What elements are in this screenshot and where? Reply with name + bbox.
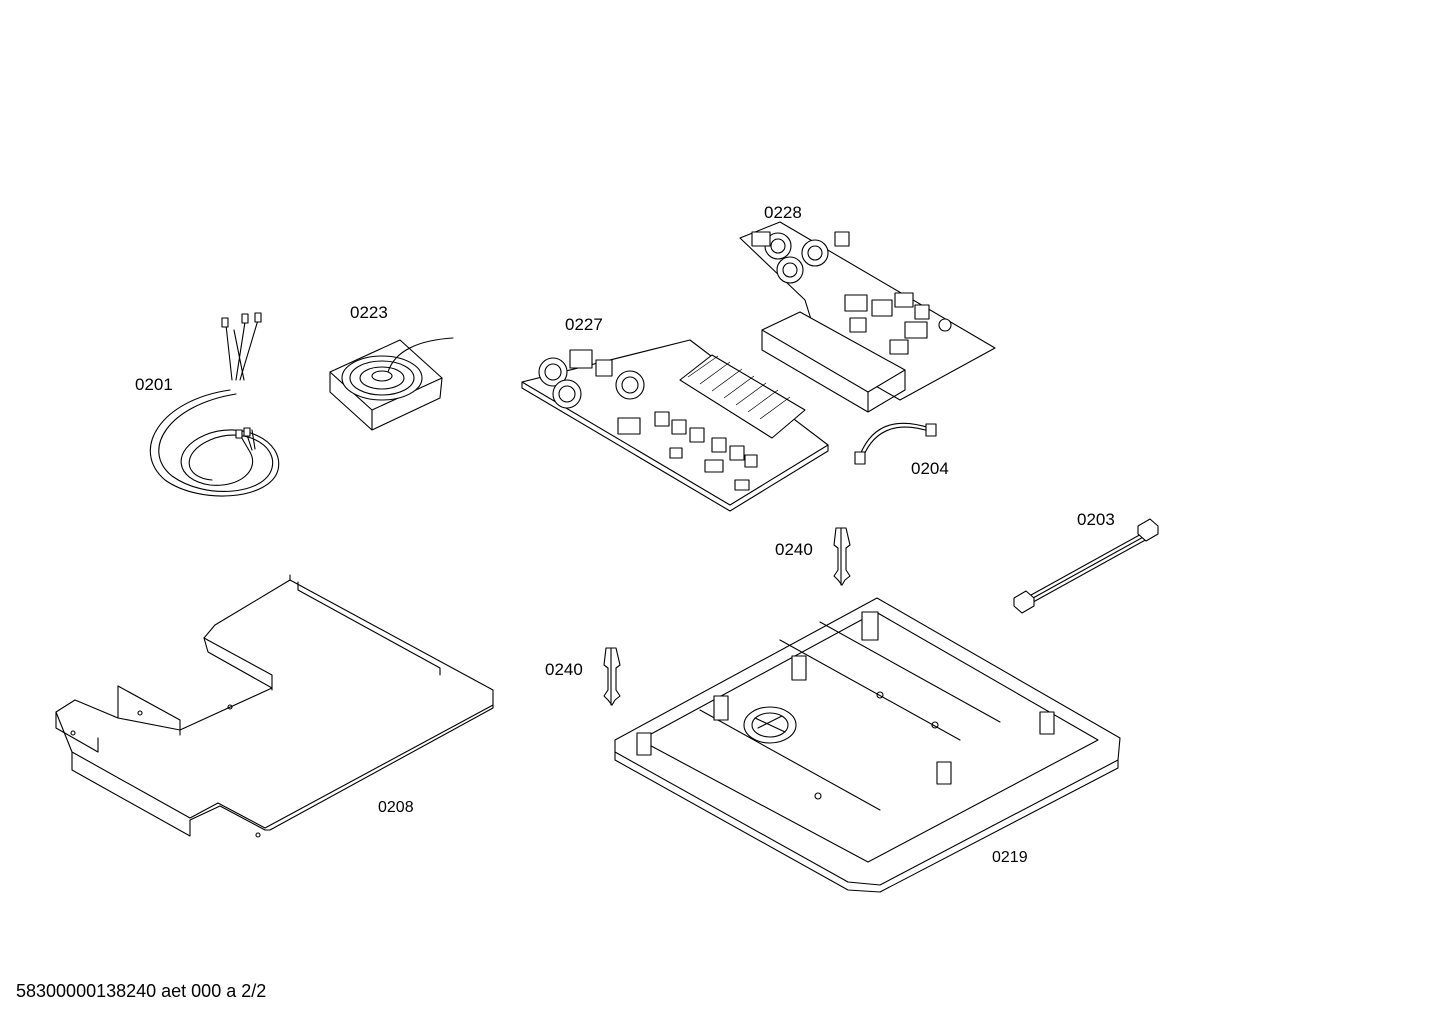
ribbon-cable-0203-part[interactable] [1013,518,1159,614]
circuit-board-0227-part[interactable] [521,339,829,512]
housing-0219-part[interactable] [614,597,1121,893]
part-label-0240-upper: 0240 [775,540,813,559]
circuit-board-0228-part[interactable] [739,221,996,413]
part-label-0204: 0204 [911,459,949,478]
document-id: 58300000138240 aet 000 a 2/2 [16,981,267,1001]
part-label-0223: 0223 [350,303,388,322]
part-label-0227: 0227 [565,315,603,334]
fan-part[interactable] [329,337,454,431]
cable-0204-part[interactable] [854,422,937,465]
part-label-0208: 0208 [378,799,414,816]
part-label-0228: 0228 [764,203,802,222]
part-label-0201: 0201 [135,375,173,394]
spacer-0240-lower-part[interactable] [603,647,621,706]
spacer-0240-upper-part[interactable] [833,527,851,586]
metal-plate-0208-part[interactable] [55,574,494,838]
power-cable-part[interactable] [149,312,280,497]
part-label-0240-lower: 0240 [545,660,583,679]
part-label-0203: 0203 [1077,510,1115,529]
part-label-0219: 0219 [992,849,1028,866]
